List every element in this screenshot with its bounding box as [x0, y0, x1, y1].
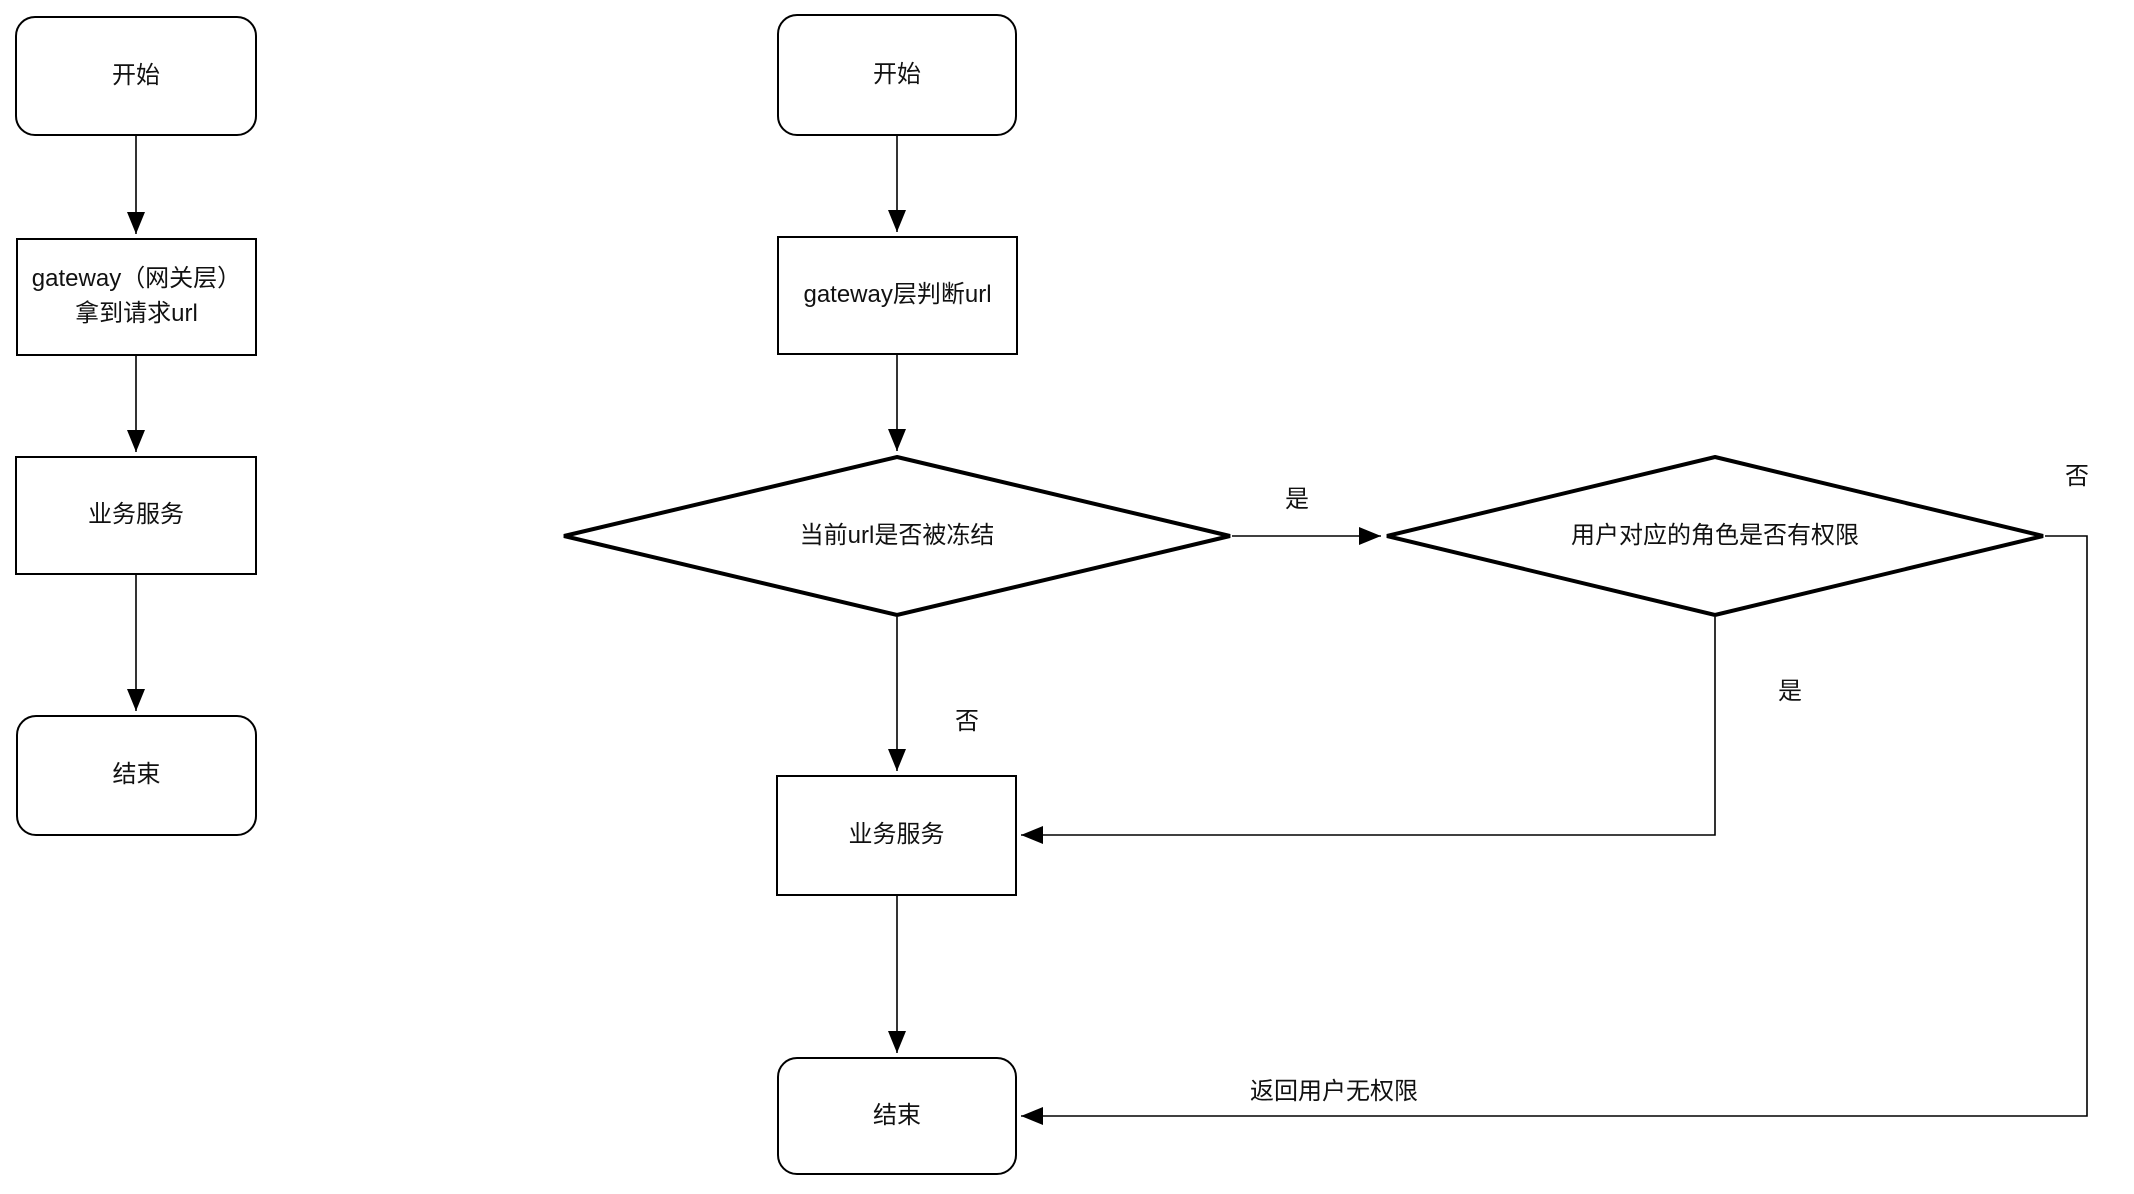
diamond-shape-icon: [563, 455, 1231, 617]
edge-label-return-no-permission: 返回用户无权限: [1247, 1078, 1421, 1106]
node-left-end-label: 结束: [112, 761, 161, 789]
node-decision-role-permission-label: 用户对应的角色是否有权限: [1571, 521, 1859, 549]
diamond-shape-icon: [1386, 455, 2044, 617]
node-left-gateway: gateway（网关层）拿到请求url: [16, 238, 257, 356]
node-right-gateway-label: gateway层判断url: [803, 281, 992, 309]
node-left-gateway-label: gateway（网关层）拿到请求url: [31, 265, 242, 327]
node-left-start: 开始: [15, 16, 257, 136]
node-right-service-label: 业务服务: [848, 821, 945, 849]
node-right-start: 开始: [777, 14, 1017, 136]
node-right-start-label: 开始: [873, 60, 921, 88]
edge-decision2-no-to-end: [1021, 535, 2088, 1125]
node-right-end-label: 结束: [873, 1101, 921, 1129]
edge-label-permission-no: 否: [2062, 463, 2092, 491]
edge-label-frozen-yes: 是: [1282, 486, 1312, 514]
node-decision-url-frozen-label: 当前url是否被冻结: [799, 521, 995, 549]
edge-decision2-yes-to-service: [1021, 617, 1716, 844]
edge-label-permission-yes: 是: [1775, 678, 1805, 706]
edge-label-frozen-no: 否: [952, 708, 982, 736]
node-left-service-label: 业务服务: [88, 501, 184, 529]
node-right-service: 业务服务: [776, 775, 1017, 896]
node-left-end: 结束: [16, 715, 257, 836]
node-right-end: 结束: [777, 1057, 1017, 1175]
node-right-gateway: gateway层判断url: [777, 236, 1018, 355]
node-decision-url-frozen: 当前url是否被冻结: [562, 455, 1232, 617]
node-left-service: 业务服务: [15, 456, 257, 575]
node-left-start-label: 开始: [112, 61, 160, 89]
node-decision-role-permission: 用户对应的角色是否有权限: [1385, 455, 2045, 617]
